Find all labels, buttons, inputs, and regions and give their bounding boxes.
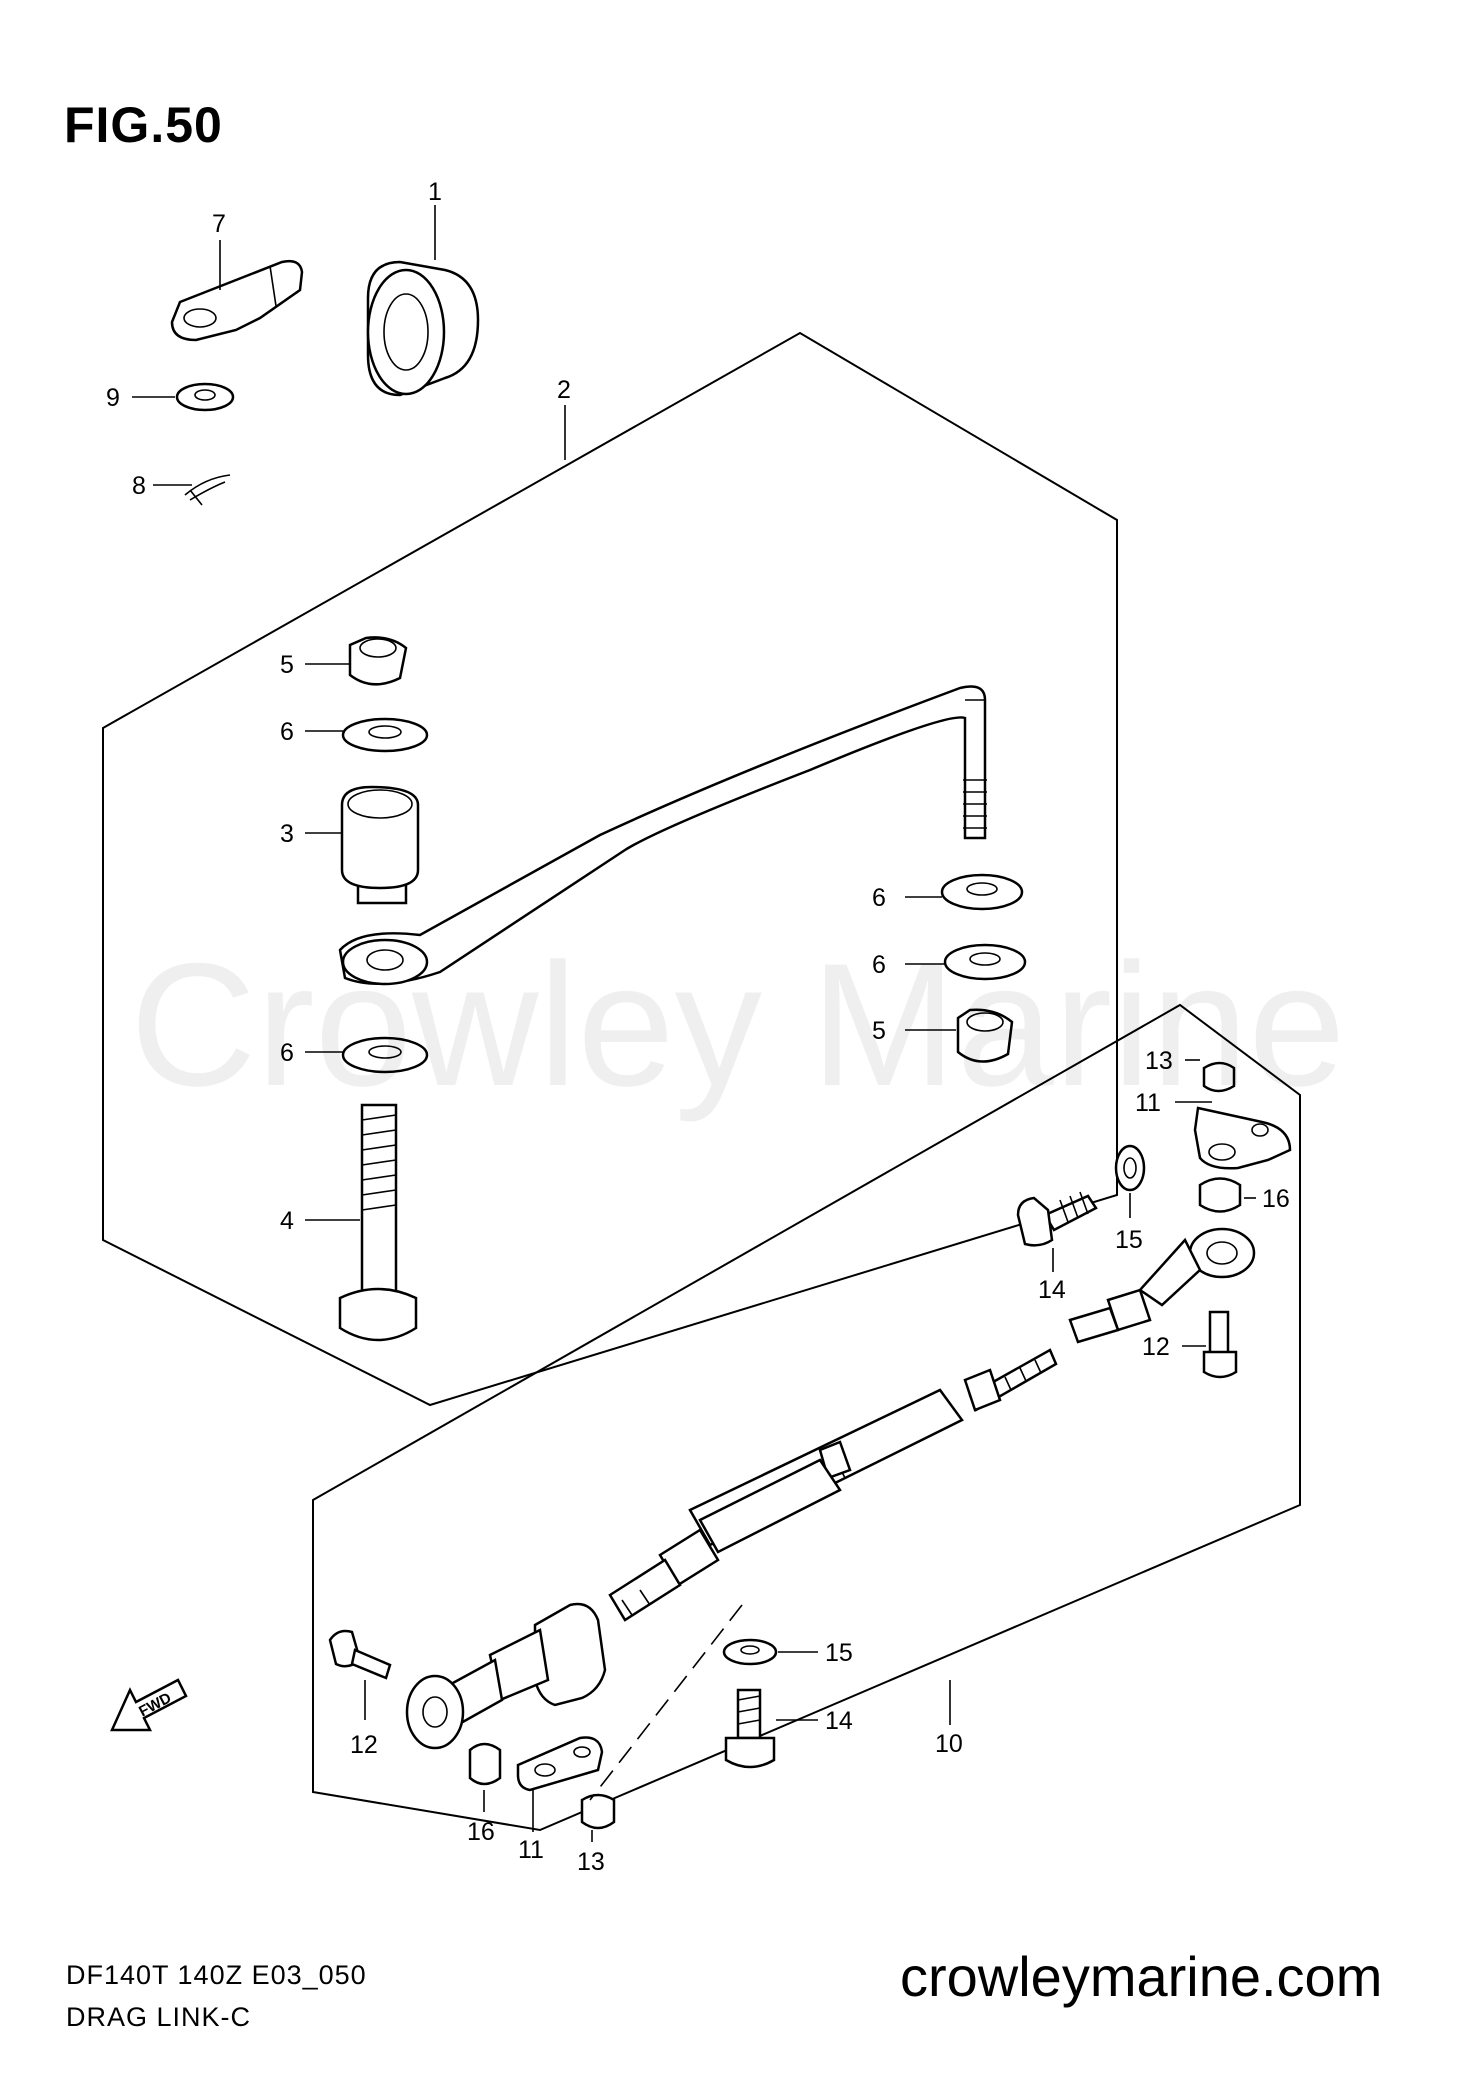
- kit-outline-upper: [102, 331, 1118, 1407]
- washer-15-upper: [1114, 1144, 1146, 1192]
- callout-11: 11: [1135, 1089, 1161, 1117]
- bolt-14-lower: [724, 1688, 776, 1769]
- nut-13-lower: [580, 1793, 616, 1830]
- washer-6-right-bottom: [943, 943, 1027, 981]
- callout-7: 7: [212, 210, 226, 238]
- collar-3: [340, 785, 420, 905]
- fwd-arrow-icon: [110, 1678, 188, 1732]
- bolt-4: [338, 1103, 418, 1342]
- callout-6: 6: [872, 884, 886, 912]
- washer-6-lower: [341, 1036, 429, 1074]
- callout-8: 8: [132, 472, 146, 500]
- callout-4: 4: [280, 1207, 294, 1235]
- callout-6: 6: [280, 1039, 294, 1067]
- assembly-guide-line: [589, 1604, 743, 1801]
- callout-11: 11: [518, 1836, 544, 1864]
- callout-3: 3: [280, 820, 294, 848]
- diagram-title: DRAG LINK-C: [66, 2002, 252, 2032]
- spacer-16-lower: [468, 1742, 502, 1786]
- washer-15-lower: [722, 1638, 778, 1666]
- nut-5-left: [348, 636, 408, 686]
- spacer-16-upper: [1198, 1177, 1242, 1213]
- drag-link-rod: [338, 685, 987, 986]
- callout-9: 9: [106, 384, 120, 412]
- washer-9: [175, 382, 235, 412]
- nut-5-right: [956, 1008, 1014, 1063]
- leader-lines: [132, 205, 1256, 1842]
- rod-end-lower: [405, 1674, 465, 1750]
- washer-6-left: [341, 717, 429, 753]
- bolt-12-lower: [328, 1629, 392, 1680]
- callout-13: 13: [577, 1848, 605, 1876]
- callout-6: 6: [280, 718, 294, 746]
- callout-12: 12: [350, 1731, 378, 1759]
- callout-14: 14: [1038, 1276, 1066, 1304]
- callout-6: 6: [872, 951, 886, 979]
- callout-5: 5: [872, 1017, 886, 1045]
- callout-15: 15: [825, 1639, 853, 1667]
- watermark: Crowley Marine: [130, 928, 1346, 1123]
- kit-outline-lower: [312, 1003, 1301, 1832]
- callout-10: 10: [935, 1730, 963, 1758]
- bolt-12-upper: [1202, 1310, 1238, 1379]
- rod-end-upper: [1068, 1227, 1256, 1344]
- washer-6-right-top: [940, 873, 1024, 911]
- callout-15: 15: [1115, 1226, 1143, 1254]
- callout-14: 14: [825, 1707, 853, 1735]
- diagram-code: DF140T 140Z E03_050: [66, 1960, 367, 1990]
- nut-13-upper: [1202, 1061, 1236, 1093]
- callout-16: 16: [467, 1818, 495, 1846]
- callout-1: 1: [428, 178, 442, 206]
- arm-bracket-7: [170, 259, 304, 342]
- figure-title: FIG.50: [64, 97, 223, 153]
- bracket-11-lower: [516, 1736, 604, 1792]
- bracket-11-upper: [1193, 1106, 1292, 1170]
- cotter-pin-8: [184, 474, 231, 506]
- bushing-1: [366, 260, 480, 397]
- callout-16: 16: [1262, 1185, 1290, 1213]
- website-link[interactable]: crowleymarine.com: [900, 1945, 1383, 2008]
- tie-rod: [438, 1348, 1058, 1730]
- bolt-14-upper: [1016, 1191, 1098, 1247]
- callout-2: 2: [557, 376, 571, 404]
- callout-13: 13: [1145, 1047, 1173, 1075]
- callout-5: 5: [280, 651, 294, 679]
- callout-12: 12: [1142, 1333, 1170, 1361]
